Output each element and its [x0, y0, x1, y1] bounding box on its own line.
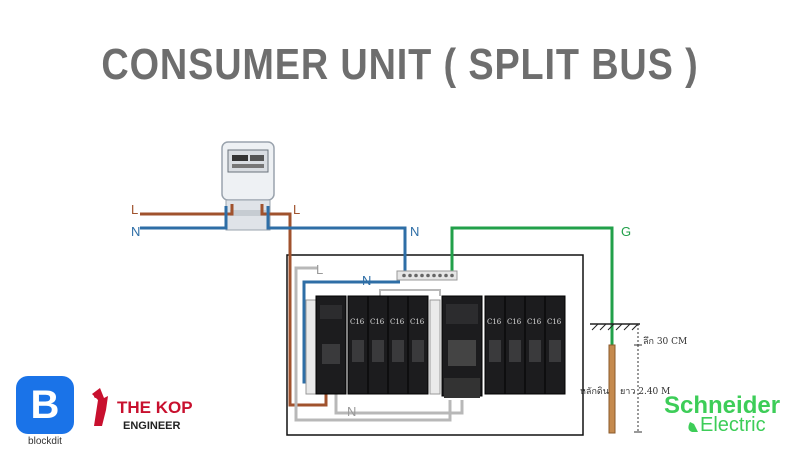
inner-wire-neutral [334, 382, 464, 415]
ground-rod-label: หลักดิน [580, 387, 609, 397]
page-title: CONSUMER UNIT ( SPLIT BUS ) [101, 40, 699, 89]
blockdit-name: blockdit [28, 436, 62, 447]
breaker-rating: C16 [370, 318, 385, 326]
schneider-electric: Electric [700, 414, 766, 436]
kop-title: THE KOP [117, 398, 193, 417]
ground-wire [450, 226, 614, 345]
label-live-left: L [131, 202, 139, 217]
liverbird-logo-icon [92, 388, 108, 426]
breaker-rating: C16 [390, 318, 405, 326]
consumer-unit-enclosure [286, 254, 584, 436]
live-wire-in [140, 204, 234, 216]
live-wire-out [260, 204, 328, 407]
mcb-group-right [484, 295, 566, 395]
blockdit-logo: B [16, 376, 74, 434]
label-neutral-inner: N [362, 273, 372, 288]
neutral-bus-bar [396, 270, 458, 281]
inner-wire-link [379, 289, 441, 296]
breaker-rating: C16 [410, 318, 425, 326]
label-neutral-left: N [131, 224, 141, 239]
neutral-wire-in [140, 206, 228, 230]
breaker-rating: C16 [507, 318, 522, 326]
rcd-breaker [441, 295, 483, 398]
schneider-logo-icon [688, 422, 698, 432]
label-neutral-top: N [410, 224, 420, 239]
electric-meter [221, 141, 275, 231]
kop-subtitle: ENGINEER [123, 420, 181, 432]
ground-surface [590, 323, 640, 331]
label-live-inner: L [316, 262, 324, 277]
breaker-rating: C16 [547, 318, 562, 326]
neutral-wire-out [266, 206, 407, 275]
label-neutral-bottom: N [347, 404, 357, 419]
terminal-strip-mid [429, 299, 441, 395]
label-live-meter: L [293, 202, 301, 217]
breaker-rating: C16 [487, 318, 502, 326]
main-breaker [315, 295, 347, 395]
label-ground-top: G [621, 224, 632, 239]
ground-rod [608, 344, 616, 434]
ground-depth-label: ลึก 30 CM [643, 337, 688, 347]
ground-rod-length-label: ยาว 2.40 M [620, 387, 671, 397]
schneider-name: Schneider [664, 392, 781, 419]
terminal-strip-left [305, 299, 317, 395]
mcb-group-left [347, 295, 429, 395]
dimension-lines [634, 324, 642, 433]
breaker-rating: C16 [527, 318, 542, 326]
breaker-rating: C16 [350, 318, 365, 326]
